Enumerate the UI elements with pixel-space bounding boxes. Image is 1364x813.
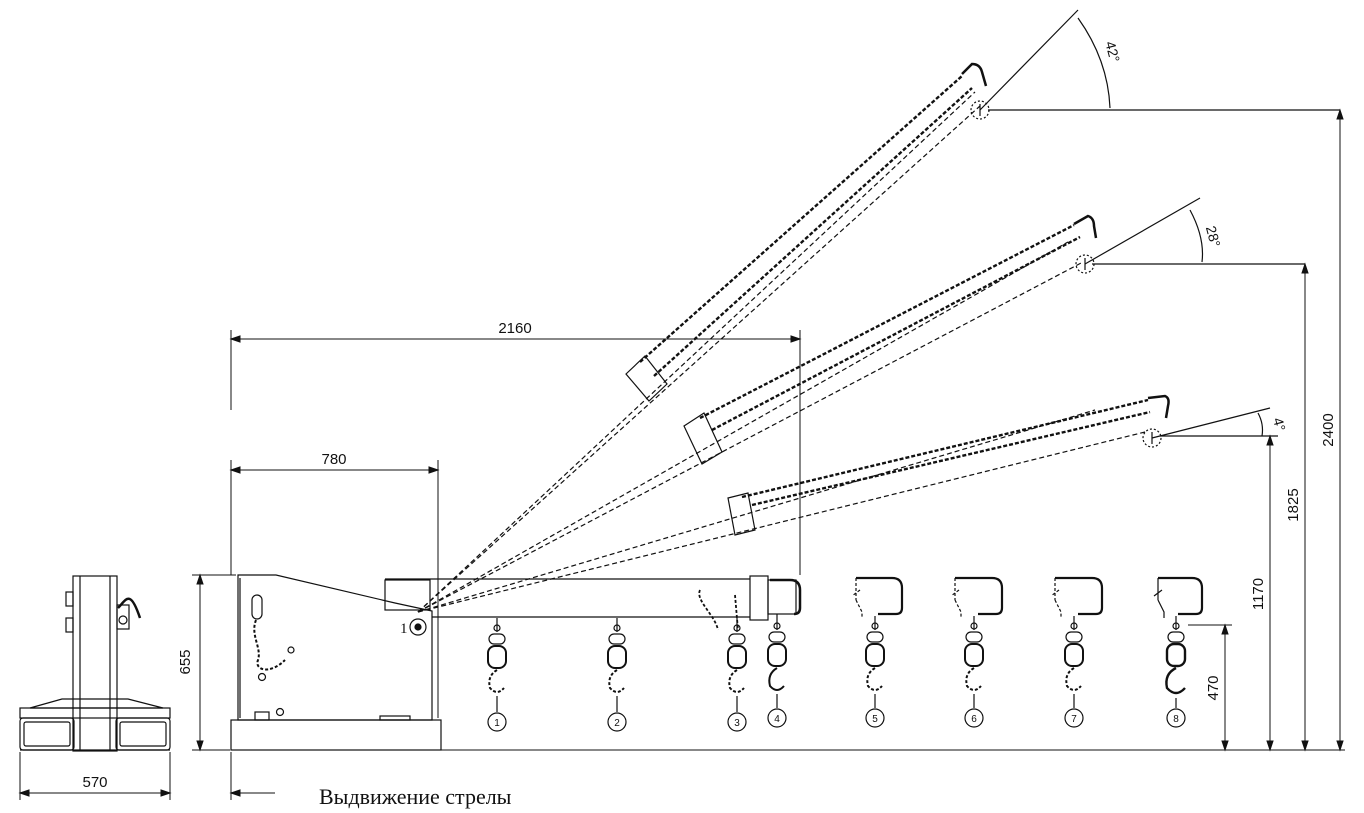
dim-2400-label: 2400 (1320, 413, 1337, 446)
hook-6 (950, 576, 1004, 728)
dim-2400 (1336, 108, 1344, 752)
pin-label: 1 (400, 621, 408, 637)
hook-4 (767, 614, 787, 728)
position-labels: 1 2 3 4 5 6 7 8 (494, 714, 1179, 729)
front-view (19, 575, 171, 752)
hook-5 (851, 576, 904, 728)
hook-7 (1050, 576, 1104, 728)
angle-28: 28° (1203, 224, 1224, 249)
dim-1170-label: 1170 (1250, 578, 1267, 610)
dim-570-label: 570 (82, 774, 107, 791)
dim-470 (1188, 623, 1232, 752)
boom-42deg (417, 9, 1340, 613)
position-label-6: 6 (971, 714, 977, 725)
position-label-1: 1 (494, 718, 500, 729)
boom-extension-caption: Выдвижение стрелы (319, 784, 512, 809)
boom-4deg (417, 394, 1278, 613)
position-label-7: 7 (1071, 714, 1077, 725)
hook-1 (487, 618, 507, 732)
position-label-5: 5 (872, 714, 878, 725)
position-label-4: 4 (774, 714, 780, 725)
hook-8 (1153, 576, 1204, 728)
position-label-8: 8 (1173, 714, 1179, 725)
position-label-3: 3 (734, 718, 740, 729)
dim-780 (229, 460, 440, 718)
crane-base (230, 574, 442, 751)
dim-2160-label: 2160 (498, 320, 531, 337)
angle-42: 42° (1102, 39, 1123, 64)
dim-470-label: 470 (1205, 675, 1222, 700)
dim-655 (192, 573, 236, 752)
dim-1170 (1266, 434, 1274, 752)
angle-4: 4° (1270, 416, 1289, 433)
hook-3 (727, 618, 747, 732)
position-label-2: 2 (614, 718, 620, 729)
dim-780-label: 780 (321, 451, 346, 468)
boom-28deg (417, 197, 1305, 613)
dim-570 (18, 752, 172, 800)
caption-dim (229, 752, 275, 800)
hook-2 (607, 618, 627, 732)
boom-horizontal (385, 575, 802, 631)
dim-1825 (1301, 262, 1309, 752)
dim-655-label: 655 (177, 649, 194, 674)
dim-1825-label: 1825 (1285, 488, 1302, 521)
dim-2160 (229, 330, 802, 575)
